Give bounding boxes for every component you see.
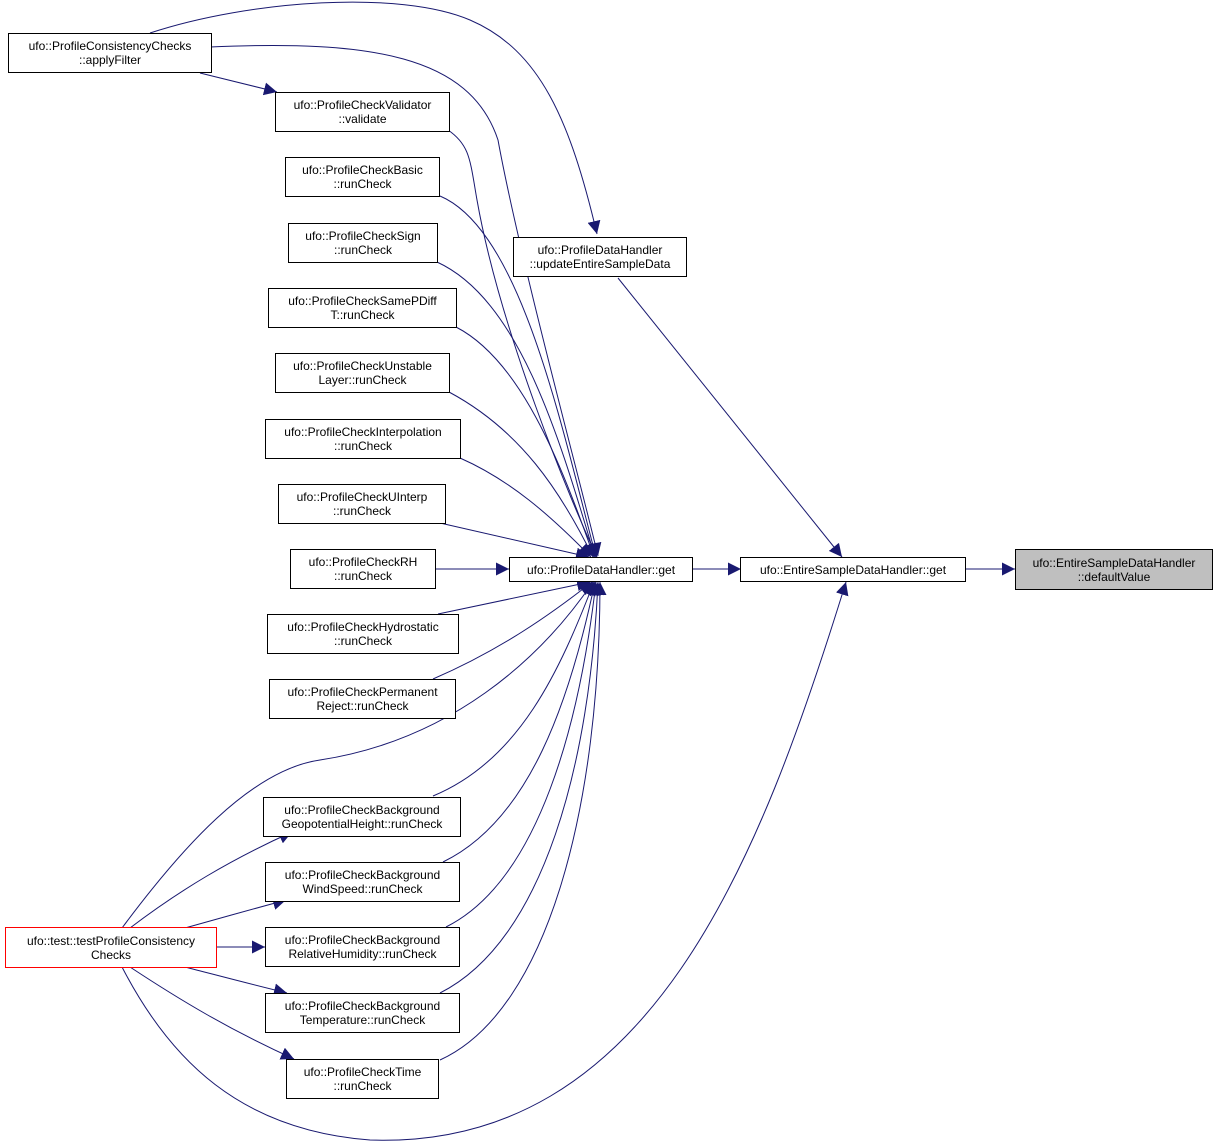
- node-label-line1: ufo::ProfileConsistencyChecks: [28, 39, 192, 53]
- node-label-line2: ::runCheck: [333, 634, 393, 648]
- node-label-line2: ::validate: [338, 112, 387, 126]
- node-label-line2: Layer::runCheck: [318, 373, 407, 387]
- node-entire-sample-data-handler-default-value[interactable]: ufo::EntireSampleDataHandler ::defaultVa…: [1015, 549, 1213, 590]
- edge-test-to-entire-get: [121, 581, 849, 1141]
- edge-validator-to-profile-get: [447, 129, 598, 558]
- node-profile-check-background-temperature[interactable]: ufo::ProfileCheckBackground Temperature:…: [265, 993, 460, 1033]
- node-profile-check-unstable-layer[interactable]: ufo::ProfileCheckUnstable Layer::runChec…: [275, 353, 450, 393]
- node-label-line1: ufo::ProfileCheckSamePDiff: [288, 294, 437, 308]
- edge-test-to-temperature: [184, 966, 288, 997]
- node-label-line2: ::runCheck: [333, 177, 392, 191]
- node-profile-data-handler-get[interactable]: ufo::ProfileDataHandler::get: [509, 557, 693, 582]
- node-label-line1: ufo::ProfileCheckBasic: [302, 163, 423, 177]
- node-label-line2: ::runCheck: [333, 243, 393, 257]
- node-profile-check-rh[interactable]: ufo::ProfileCheckRH ::runCheck: [290, 549, 436, 589]
- node-label-line1: ufo::ProfileCheckBackground: [284, 999, 441, 1013]
- node-label-line1: ufo::ProfileDataHandler::get: [526, 562, 676, 577]
- node-label-line1: ufo::ProfileDataHandler: [537, 243, 663, 257]
- node-label-line1: ufo::ProfileCheckTime: [303, 1065, 422, 1079]
- node-label-line2: Temperature::runCheck: [299, 1013, 426, 1027]
- edge-update-to-entire-get: [617, 277, 843, 558]
- node-label-line2: RelativeHumidity::runCheck: [288, 947, 437, 961]
- node-label-line2: GeopotentialHeight::runCheck: [281, 817, 443, 831]
- node-label-line2: ::defaultValue: [1077, 569, 1151, 584]
- node-profile-check-sign[interactable]: ufo::ProfileCheckSign ::runCheck: [288, 223, 438, 263]
- edge-samepdiff-to-profile-get: [455, 326, 596, 558]
- node-label-line2: Reject::runCheck: [316, 699, 409, 713]
- node-profile-check-basic[interactable]: ufo::ProfileCheckBasic ::runCheck: [285, 157, 440, 197]
- edge-test-to-time: [129, 966, 295, 1060]
- node-label-line1: ufo::ProfileCheckSign: [305, 229, 421, 243]
- edge-unstable-to-profile-get: [448, 391, 594, 558]
- edge-test-to-profile-get: [121, 581, 594, 929]
- node-entire-sample-data-handler-get[interactable]: ufo::EntireSampleDataHandler::get: [740, 557, 966, 582]
- edge-interp-to-profile-get: [459, 457, 592, 558]
- node-label-line1: ufo::ProfileCheckRH: [308, 555, 418, 569]
- node-label-line2: WindSpeed::runCheck: [302, 882, 423, 896]
- node-label-line1: ufo::EntireSampleDataHandler::get: [759, 562, 947, 577]
- node-label-line2: ::runCheck: [333, 439, 393, 453]
- node-profile-check-hydrostatic[interactable]: ufo::ProfileCheckHydrostatic ::runCheck: [267, 614, 459, 654]
- node-label-line2: ::runCheck: [333, 569, 393, 583]
- node-profile-check-validator-validate[interactable]: ufo::ProfileCheckValidator ::validate: [275, 92, 450, 132]
- edge-time-to-profile-get: [439, 581, 607, 1061]
- edge-basic-to-profile-get: [439, 195, 599, 558]
- edge-hydrostatic-to-profile-get: [437, 578, 591, 615]
- node-label-line1: ufo::ProfileCheckUInterp: [296, 490, 428, 504]
- node-profile-check-interpolation[interactable]: ufo::ProfileCheckInterpolation ::runChec…: [265, 419, 461, 459]
- node-label-line1: ufo::ProfileCheckBackground: [284, 803, 440, 817]
- node-label-line1: ufo::test::testProfileConsistency: [26, 933, 196, 948]
- node-label-line2: T::runCheck: [330, 308, 395, 322]
- node-test-profile-consistency-checks[interactable]: ufo::test::testProfileConsistency Checks: [5, 927, 217, 968]
- node-profile-check-time[interactable]: ufo::ProfileCheckTime ::runCheck: [286, 1059, 439, 1099]
- node-label-line1: ufo::ProfileCheckInterpolation: [284, 425, 442, 439]
- node-label-line1: ufo::ProfileCheckValidator: [293, 98, 432, 112]
- node-label-line2: ::runCheck: [332, 504, 392, 518]
- node-profile-check-same-pdiff-t[interactable]: ufo::ProfileCheckSamePDiff T::runCheck: [268, 288, 457, 328]
- edge-consistency-to-validator: [199, 72, 278, 96]
- node-profile-check-uinterp[interactable]: ufo::ProfileCheckUInterp ::runCheck: [278, 484, 446, 524]
- edge-consistency-to-profile-get: [209, 45, 602, 557]
- edge-windspeed-to-profile-get: [442, 581, 599, 863]
- node-label-line2: Checks: [90, 947, 131, 962]
- node-profile-check-background-geopotential-height[interactable]: ufo::ProfileCheckBackground Geopotential…: [263, 797, 461, 837]
- node-label-line1: ufo::ProfileCheckBackground: [284, 933, 441, 947]
- node-profile-consistency-checks-apply-filter[interactable]: ufo::ProfileConsistencyChecks ::applyFil…: [8, 33, 212, 73]
- edge-sign-to-profile-get: [436, 261, 598, 558]
- node-profile-data-handler-update-entire-sample-data[interactable]: ufo::ProfileDataHandler ::updateEntireSa…: [513, 237, 687, 277]
- edge-temperature-to-profile-get: [439, 581, 604, 994]
- edge-consistency-to-update: [149, 1, 601, 235]
- node-label-line1: ufo::ProfileCheckBackground: [284, 868, 441, 882]
- edge-relhum-to-profile-get: [445, 581, 601, 928]
- node-label-line1: ufo::ProfileCheckUnstable: [293, 359, 432, 373]
- edge-permanent-to-profile-get: [432, 581, 593, 680]
- node-label-line1: ufo::EntireSampleDataHandler: [1032, 555, 1196, 570]
- node-profile-check-background-relative-humidity[interactable]: ufo::ProfileCheckBackground RelativeHumi…: [265, 927, 460, 967]
- node-label-line2: ::applyFilter: [78, 53, 142, 67]
- edge-test-to-windspeed: [184, 897, 287, 929]
- node-label-line1: ufo::ProfileCheckPermanent: [287, 685, 438, 699]
- node-profile-check-permanent-reject[interactable]: ufo::ProfileCheckPermanent Reject::runCh…: [269, 679, 456, 719]
- edge-uinterp-to-profile-get: [439, 522, 590, 561]
- node-label-line2: ::updateEntireSampleData: [529, 257, 671, 271]
- edge-test-to-geopotential: [129, 831, 293, 929]
- node-label-line2: ::runCheck: [333, 1079, 392, 1093]
- node-label-line1: ufo::ProfileCheckHydrostatic: [287, 620, 439, 634]
- node-profile-check-background-wind-speed[interactable]: ufo::ProfileCheckBackground WindSpeed::r…: [265, 862, 460, 902]
- edge-geopotential-to-profile-get: [432, 581, 596, 797]
